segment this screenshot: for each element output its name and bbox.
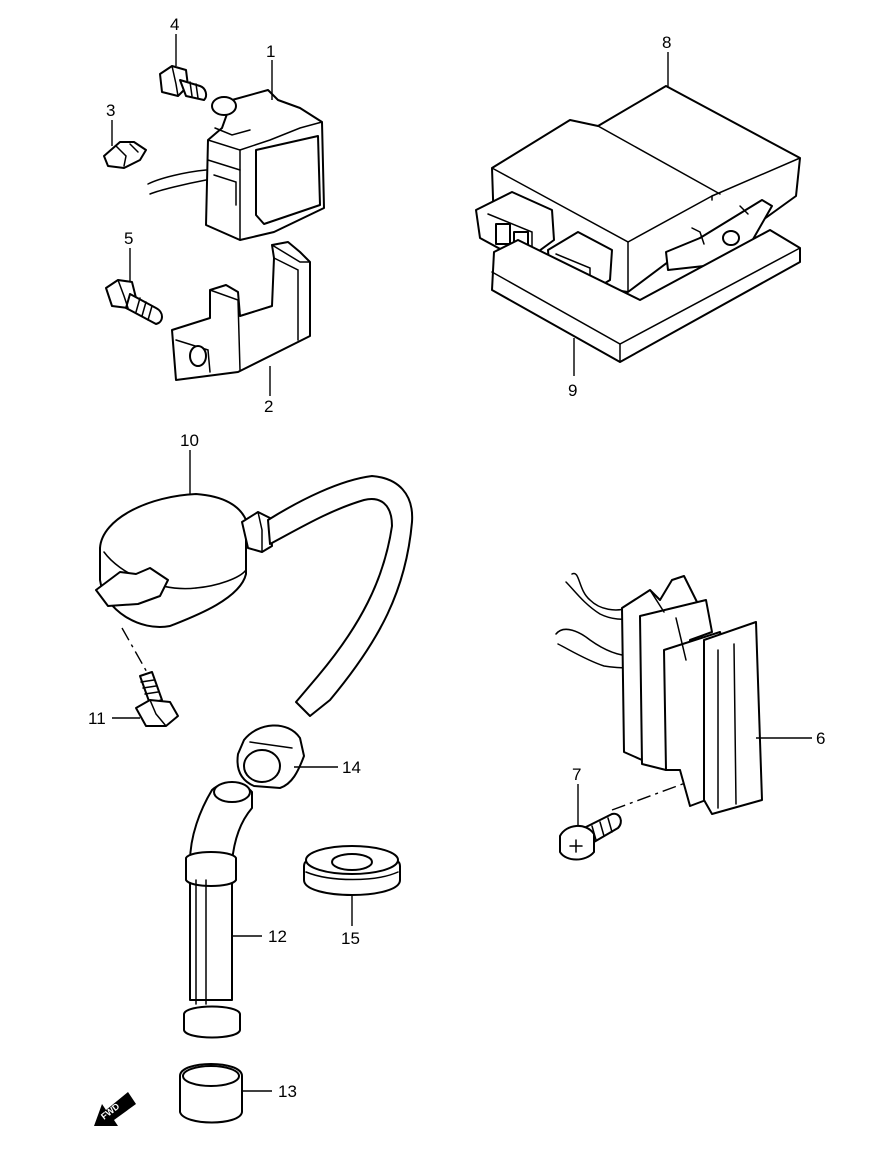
part-1-relay[interactable] <box>147 89 325 241</box>
callout-14: 14 <box>342 758 361 777</box>
part-12-plug-cap[interactable] <box>183 781 253 1039</box>
callout-5: 5 <box>124 229 133 248</box>
part-9-pad[interactable] <box>491 229 801 363</box>
callout-4: 4 <box>170 15 179 34</box>
callout-11: 11 <box>88 709 106 728</box>
callout-1: 1 <box>266 42 275 61</box>
assembly-lines <box>121 627 689 811</box>
callout-12: 12 <box>268 927 287 946</box>
part-2-bracket[interactable] <box>171 241 311 381</box>
callout-3: 3 <box>106 101 115 120</box>
forward-arrow-icon: FWD <box>94 1092 136 1126</box>
part-10-ignition-coil[interactable] <box>95 475 414 717</box>
part-14-seal[interactable] <box>236 724 305 789</box>
callout-7: 7 <box>572 765 581 784</box>
part-4-bolt[interactable] <box>159 65 208 101</box>
callout-15: 15 <box>341 929 360 948</box>
part-7-screw[interactable] <box>559 812 622 861</box>
callout-13: 13 <box>278 1082 297 1101</box>
callout-9: 9 <box>568 381 577 400</box>
part-5-bolt[interactable] <box>105 279 163 325</box>
callout-10: 10 <box>180 431 199 450</box>
part-6-regulator[interactable] <box>555 572 763 815</box>
leader-lines <box>111 34 812 1092</box>
part-3-clip[interactable] <box>103 141 147 169</box>
callouts: 1 2 3 4 5 6 7 8 9 10 11 12 13 14 15 <box>88 15 825 1101</box>
callout-2: 2 <box>264 397 273 416</box>
part-15-grommet[interactable] <box>303 845 401 896</box>
callout-6: 6 <box>816 729 825 748</box>
part-13-cap[interactable] <box>179 1063 243 1124</box>
part-11-bolt[interactable] <box>135 671 179 727</box>
callout-8: 8 <box>662 33 671 52</box>
